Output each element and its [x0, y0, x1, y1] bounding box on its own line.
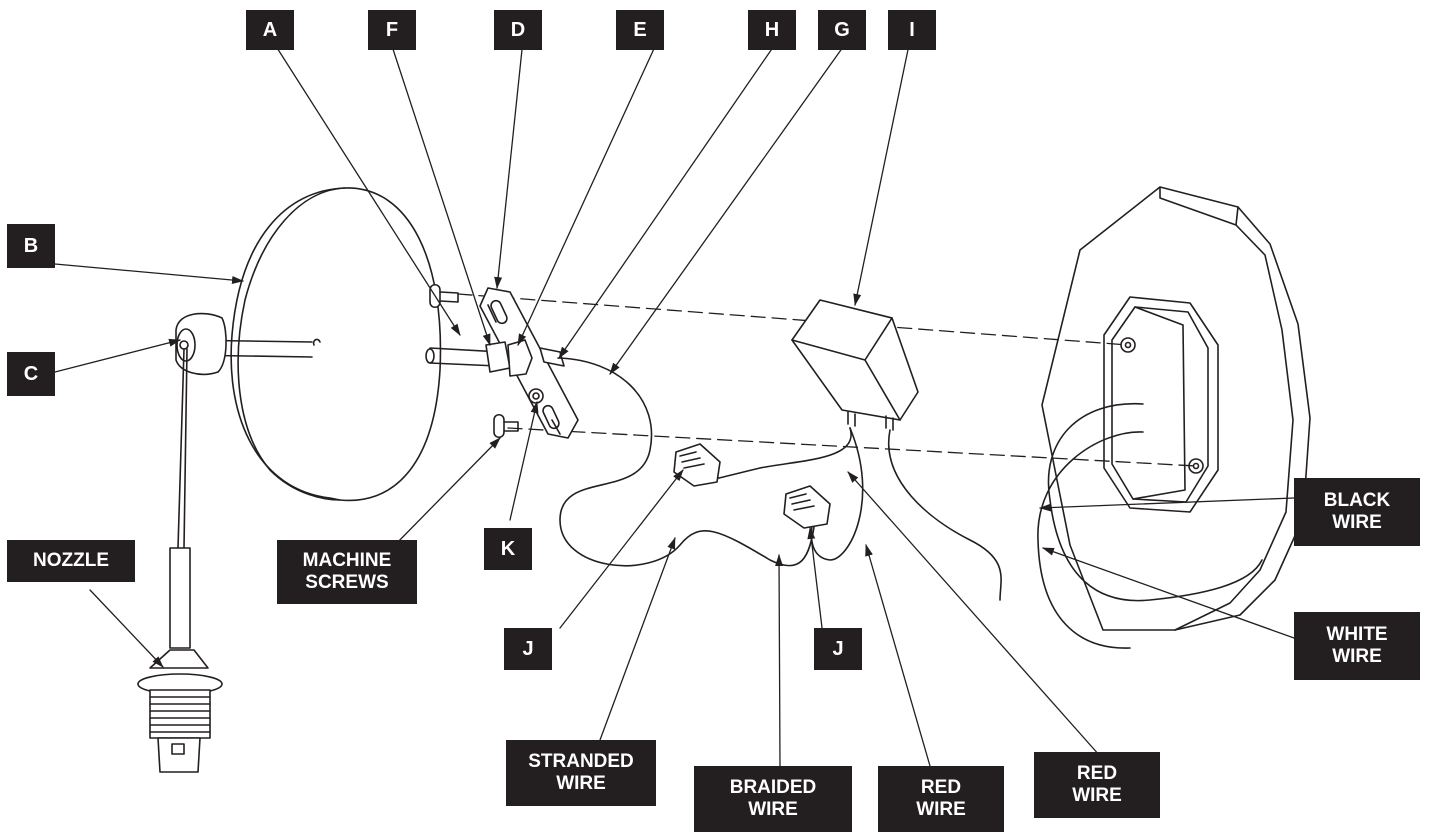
wire-connector-left [673, 443, 721, 487]
callout-stranded-wire: STRANDED WIRE [506, 740, 656, 806]
nozzle [137, 547, 223, 773]
callout-red-wire-2: RED WIRE [1034, 752, 1160, 818]
callout-black-wire: BLACK WIRE [1294, 478, 1420, 546]
callout-h: H [748, 10, 796, 50]
leader-lines [54, 39, 1295, 767]
callout-red-wire-1: RED WIRE [878, 766, 1004, 832]
transformer-box [791, 299, 919, 431]
callout-e: E [616, 10, 664, 50]
mounting-guide-lines [457, 293, 1197, 467]
callout-nozzle: NOZZLE [7, 540, 135, 582]
wire-connector-right [783, 485, 831, 529]
mounting-bracket [479, 287, 579, 439]
callout-white-wire: WHITE WIRE [1294, 612, 1420, 680]
callout-c: C [7, 352, 55, 396]
callout-i: I [888, 10, 936, 50]
box-wires [1037, 403, 1263, 649]
callout-j-left: J [504, 628, 552, 670]
callout-machine-screws: MACHINE SCREWS [277, 540, 417, 604]
wall-plate [1041, 186, 1311, 631]
callout-k: K [484, 528, 532, 570]
callout-d: D [494, 10, 542, 50]
callout-b: B [7, 224, 55, 268]
loose-wires [557, 357, 1002, 601]
callout-j-right: J [814, 628, 862, 670]
callout-braided-wire: BRAIDED WIRE [694, 766, 852, 832]
reflector-disc [230, 187, 442, 502]
callout-g: G [818, 10, 866, 50]
callout-f: F [368, 10, 416, 50]
callout-a: A [246, 10, 294, 50]
